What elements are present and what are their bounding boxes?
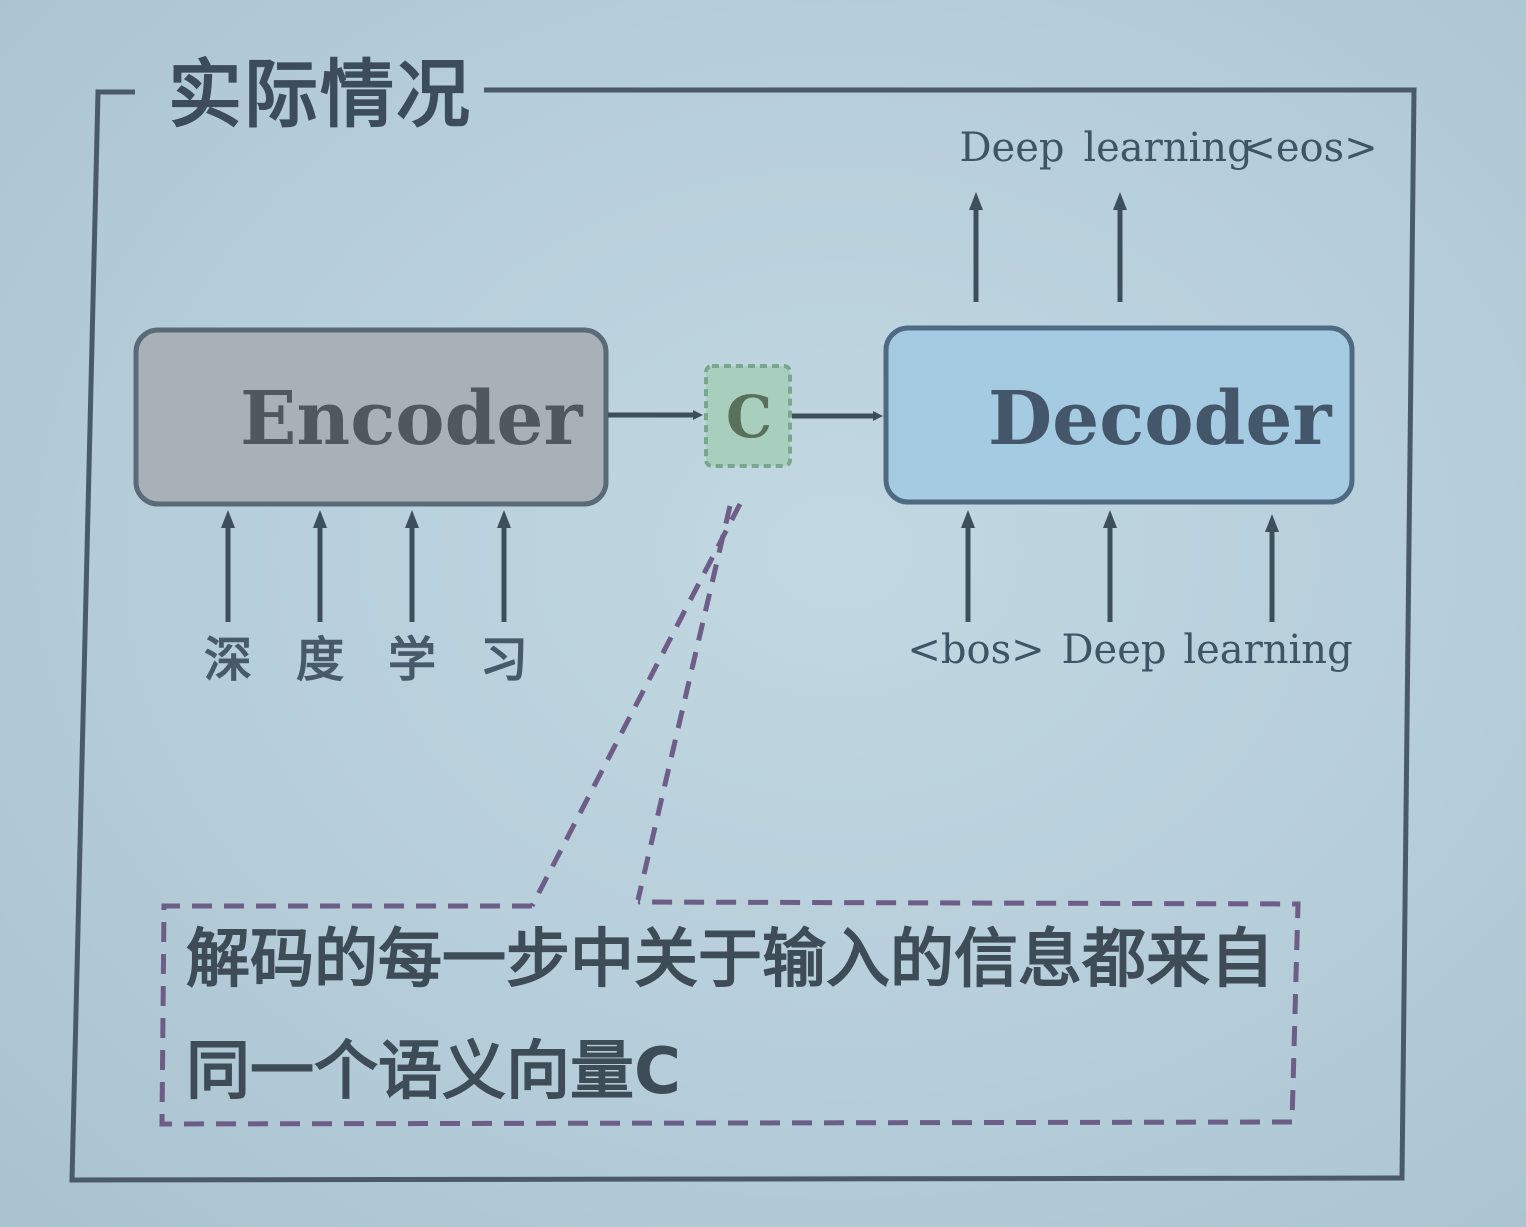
context-label: C [726,383,773,451]
encoder-box [133,327,609,507]
callout-line-right [635,505,733,901]
decoder-label: Decoder [988,376,1332,462]
encoder-label: Encoder [240,376,583,462]
encoder-input-token: 度 [295,632,345,688]
context-box [704,364,792,468]
encoder-input-token: 学 [387,632,437,688]
encoder-input-token: 深 [203,632,253,688]
outer-frame [69,87,1417,1183]
decoder-input-token: Deep [1061,627,1167,673]
decoder-box [883,325,1355,505]
decoder-output-token: learning [1083,125,1253,171]
decoder-input-token: learning [1183,627,1353,673]
decoder-output-token: <eos> [1242,125,1378,171]
note-text-line-1: 解码的每一步中关于输入的信息都来自 [186,923,1274,997]
callout-line-left [529,502,743,908]
note-text-line-2: 同一个语义向量C [186,1035,681,1109]
decoder-output-token: Deep [959,125,1065,171]
note-box [159,899,1301,1127]
decoder-input-token: <bos> [907,627,1045,673]
frame-title: 实际情况 [168,52,472,138]
encoder-input-token: 习 [479,632,529,688]
